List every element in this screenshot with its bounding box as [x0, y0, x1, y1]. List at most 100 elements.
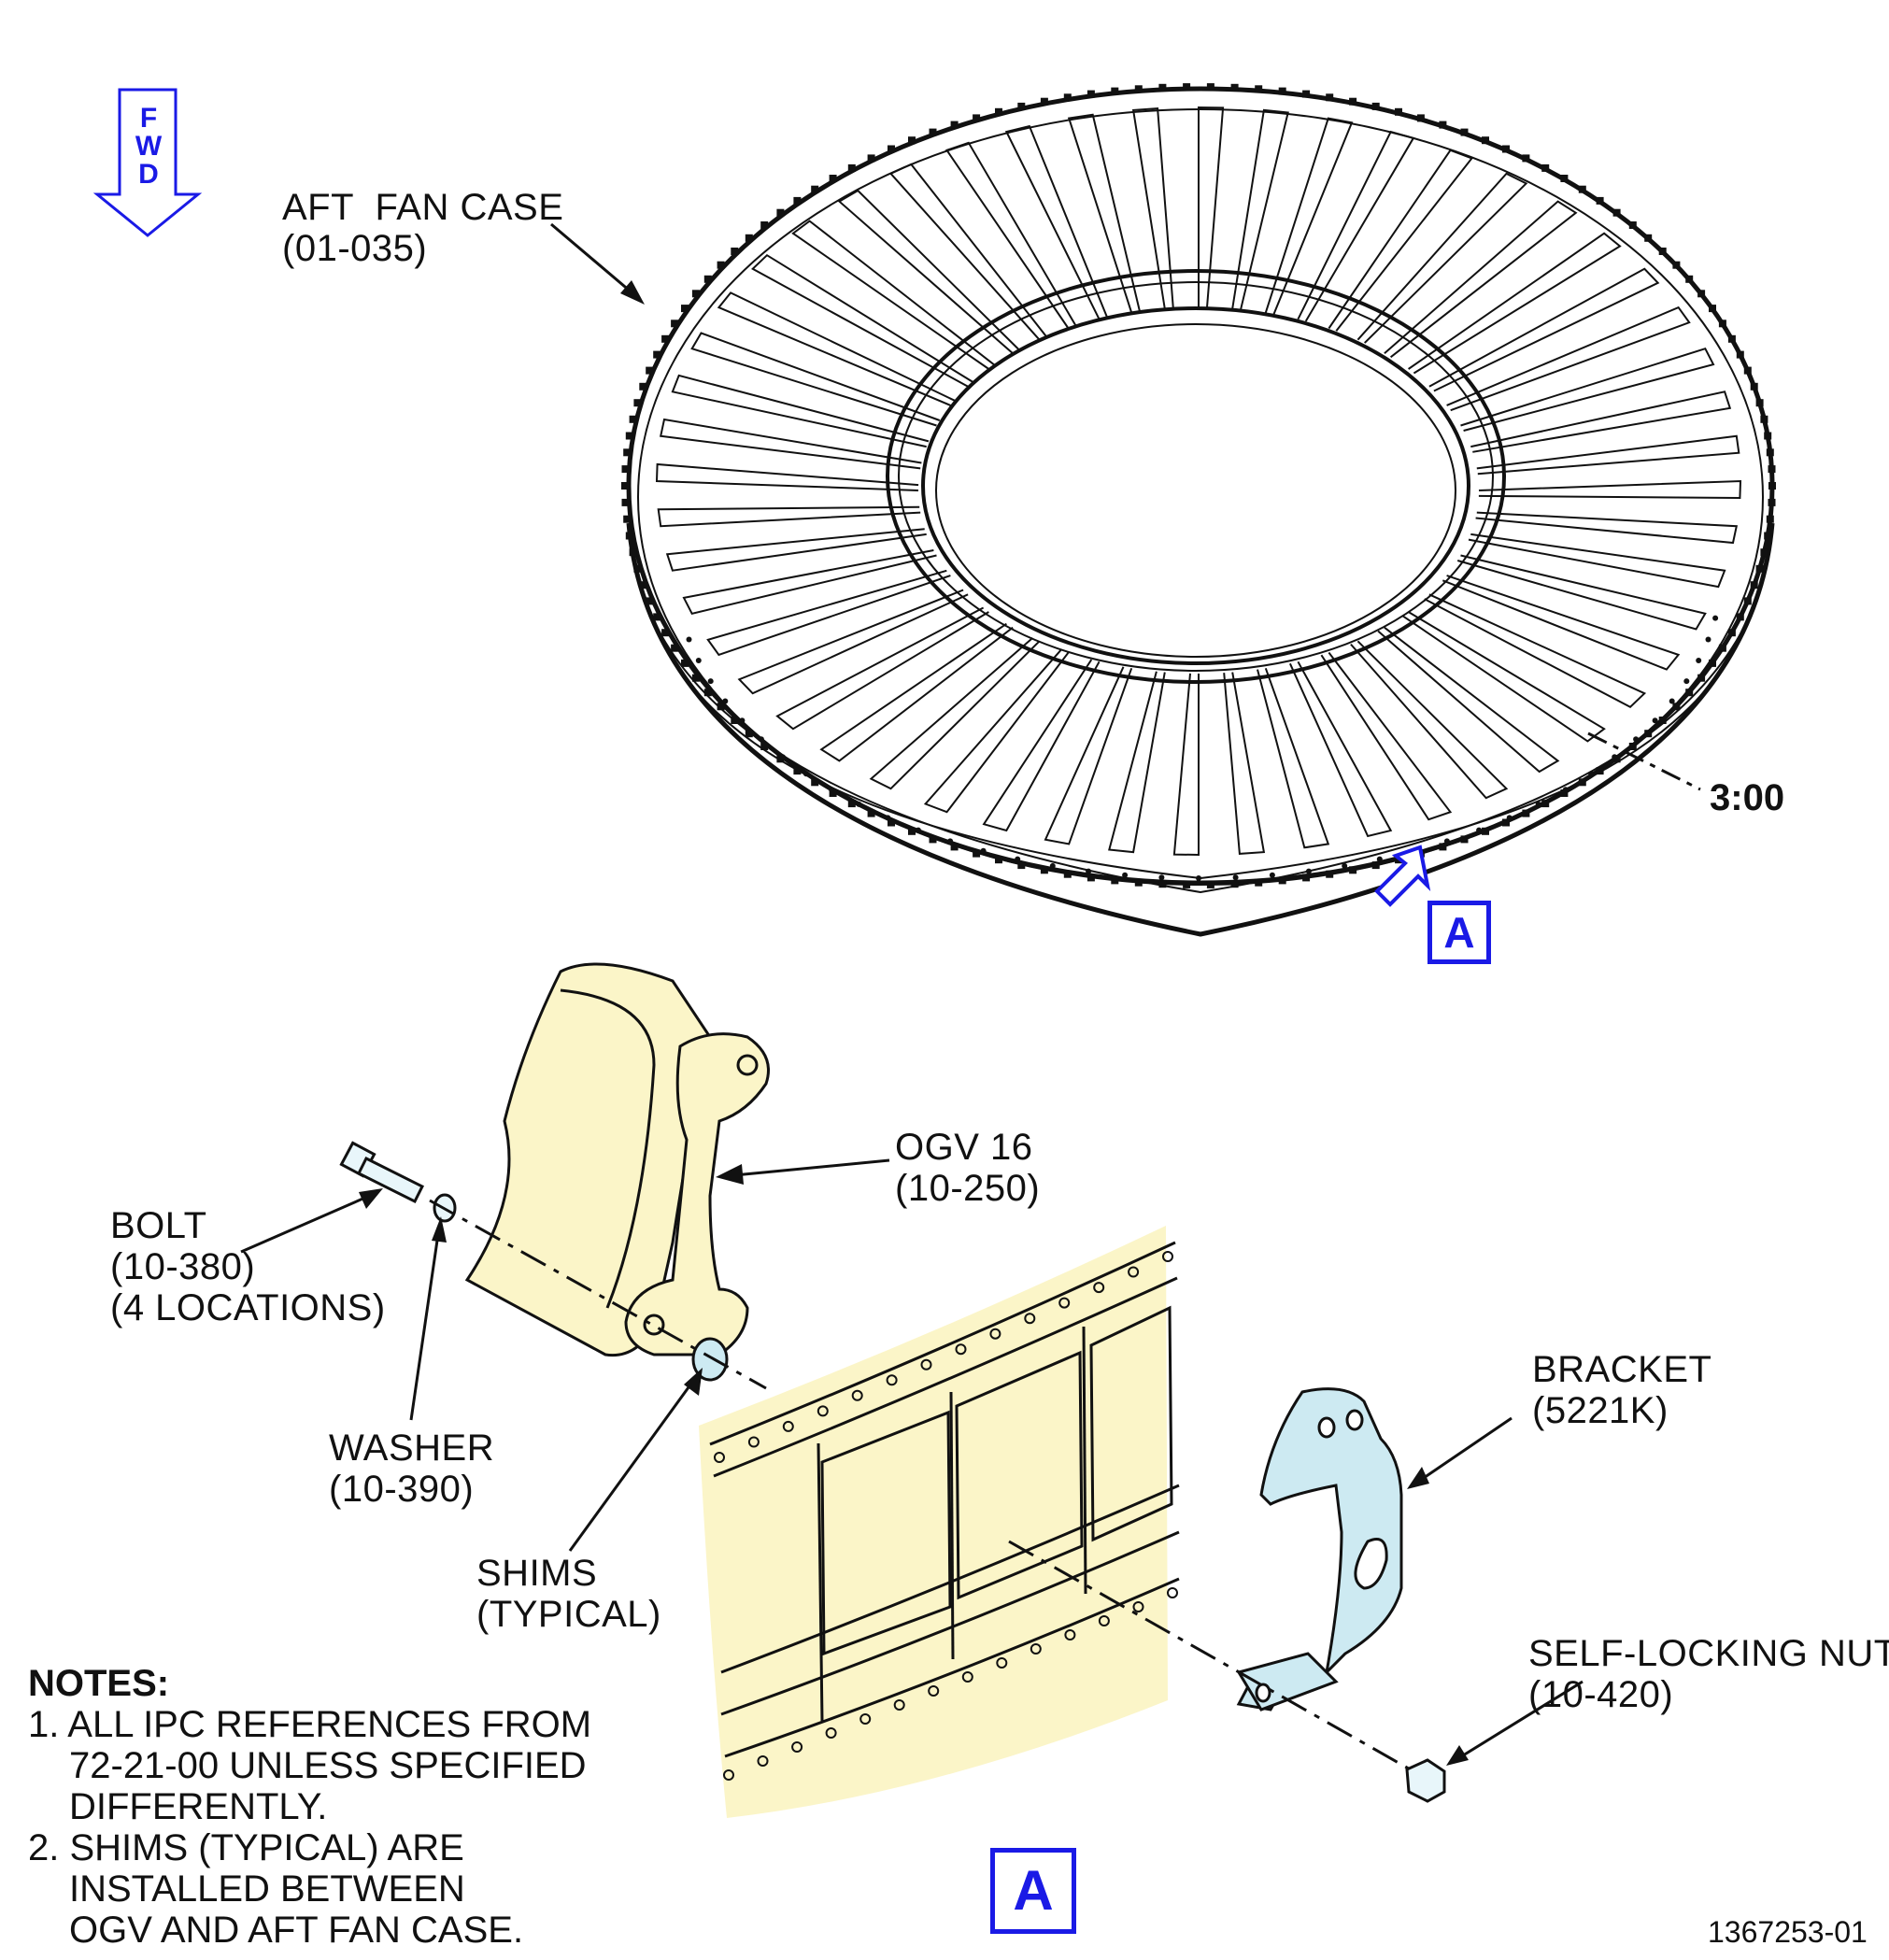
fastener-dot	[1439, 121, 1447, 129]
label-bolt-qty: (4 LOCATIONS)	[110, 1287, 386, 1328]
fastener-dot	[1460, 128, 1469, 136]
ogv-vane	[1067, 113, 1141, 314]
ogv-vane	[717, 291, 956, 406]
fastener-dot	[1633, 736, 1640, 743]
fastener-dot	[686, 636, 692, 643]
fastener-dot	[779, 754, 786, 760]
fastener-dot	[1086, 868, 1092, 874]
fastener-dot	[760, 743, 769, 750]
label-bolt-ref: (10-380)	[110, 1246, 256, 1287]
ogv-vane	[1172, 673, 1200, 857]
segment-hole	[791, 1741, 803, 1753]
fastener-dot	[950, 843, 959, 851]
fastener-dot	[1482, 136, 1489, 145]
fastener-dot	[1727, 334, 1736, 343]
fastener-dot	[973, 849, 981, 858]
label-shims: SHIMS (TYPICAL)	[476, 1553, 661, 1635]
fastener-dot	[760, 221, 769, 229]
fastener-dot	[1718, 320, 1726, 328]
fastener-dot	[1305, 868, 1312, 874]
detail-arrowheads	[359, 1164, 1469, 1766]
fastener-dot	[1709, 305, 1716, 313]
fastener-dot	[995, 856, 1002, 864]
fastener-dot	[1371, 102, 1380, 110]
ogv-vane	[1442, 575, 1681, 671]
fastener-dot	[745, 730, 753, 738]
fastener-dot	[1712, 615, 1719, 621]
fastener-dot	[915, 827, 921, 833]
label-bracket-name: BRACKET	[1532, 1349, 1712, 1390]
ogv-vane	[1446, 305, 1691, 412]
ogv-vane	[706, 569, 951, 657]
fastener-dot	[1349, 97, 1357, 106]
fastener-dot	[1560, 175, 1569, 182]
ogv-vane	[1320, 651, 1453, 821]
ogv-vane	[1044, 666, 1133, 845]
segment-hole	[920, 1358, 932, 1371]
segment-hole	[757, 1755, 769, 1767]
fastener-dot	[1541, 163, 1550, 172]
fastener-dot	[681, 659, 689, 667]
bolt-part	[339, 1141, 425, 1204]
fastener-dot	[1628, 743, 1637, 750]
note-1: 1. ALL IPC REFERENCES FROM 72-21-00 UNLE…	[28, 1704, 592, 1827]
label-bolt: BOLT (10-380) (4 LOCATIONS)	[110, 1205, 386, 1328]
fastener-dot	[1476, 827, 1483, 833]
segment-hole	[1030, 1643, 1042, 1655]
fastener-dot	[1502, 145, 1510, 153]
fastener-dot	[707, 678, 714, 685]
fastener-dot	[1349, 866, 1357, 874]
fastener-dot	[1596, 196, 1604, 205]
ogv-vane	[690, 332, 941, 427]
fastener-dot	[1460, 835, 1469, 844]
fastener-dot	[1376, 856, 1383, 862]
segment-hole	[817, 1405, 829, 1417]
ogv-vane	[1297, 130, 1415, 322]
fastener-dot	[1111, 87, 1119, 95]
fastener-dot	[691, 674, 700, 682]
fastener-dot	[1760, 548, 1768, 557]
ogv-vane	[1470, 391, 1732, 453]
fastener-dot	[1697, 290, 1706, 298]
fastener-dot	[1040, 97, 1048, 106]
detail-leaders	[240, 1158, 1584, 1762]
fastener-dot	[929, 128, 937, 136]
ogv-vane	[1288, 660, 1393, 838]
fastener-dot	[1736, 350, 1744, 359]
fastener-dot	[1760, 415, 1768, 423]
fastener-dot	[1183, 83, 1191, 92]
fastener-dot	[1278, 87, 1286, 95]
ogv-vane	[751, 253, 973, 388]
fastener-dot	[629, 548, 637, 557]
fastener-dot	[1134, 878, 1143, 887]
fastener-dot	[1685, 689, 1694, 697]
segment-hole	[1167, 1587, 1178, 1598]
ogv-vane	[1328, 149, 1474, 332]
fastener-dot	[1278, 876, 1286, 885]
fastener-dot	[1535, 801, 1541, 807]
fastener-dot	[731, 717, 739, 724]
ogv-vane	[837, 189, 1020, 355]
ogv-vane	[737, 589, 969, 695]
fastener-dot	[703, 689, 712, 697]
fastener-dot	[1628, 221, 1637, 229]
ogv-vane	[1004, 124, 1109, 320]
aft-fan-case-drawing	[626, 86, 1775, 937]
fwd-letter-w: W	[135, 131, 163, 162]
fastener-dot	[695, 658, 702, 663]
bracket-part	[1236, 1387, 1403, 1711]
segment-hole	[928, 1685, 940, 1697]
view-a-reference-top: A	[1427, 901, 1491, 964]
segment-hole	[1128, 1266, 1140, 1278]
fastener-dot	[1416, 114, 1425, 122]
fastener-dot	[1342, 862, 1348, 869]
segment-hole	[782, 1420, 794, 1432]
fastener-dot	[1063, 870, 1072, 878]
fastener-dot	[1743, 597, 1752, 605]
bracket-slot	[1354, 1538, 1388, 1590]
bolt-centerline	[429, 1199, 767, 1390]
label-aft-fan-case-name: AFT FAN CASE	[282, 187, 564, 228]
label-washer: WASHER (10-390)	[329, 1427, 494, 1510]
fastener-dot	[661, 629, 670, 637]
fastener-dot	[717, 261, 725, 269]
